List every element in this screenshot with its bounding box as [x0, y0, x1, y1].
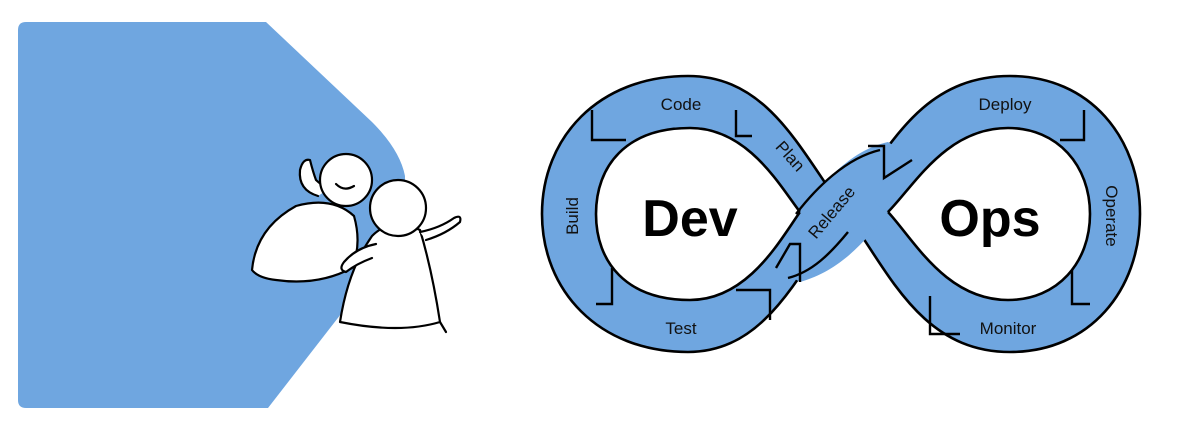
dev-loop-inner — [594, 126, 802, 302]
release-band — [780, 142, 910, 282]
stage-code-label: Code — [661, 95, 702, 114]
devops-infinity-diagram: Dev Ops Code Plan Build Test Release Dep… — [540, 74, 1142, 354]
left-blue-panel — [18, 22, 405, 408]
stage-test-label: Test — [665, 319, 696, 338]
stage-deploy-label: Deploy — [979, 95, 1032, 114]
dev-label: Dev — [642, 190, 737, 248]
stage-monitor-label: Monitor — [980, 319, 1037, 338]
ops-label: Ops — [939, 190, 1040, 248]
stage-build-label: Build — [563, 197, 582, 235]
two-people-waving-icon — [250, 152, 462, 334]
stage-operate-label: Operate — [1102, 185, 1121, 246]
